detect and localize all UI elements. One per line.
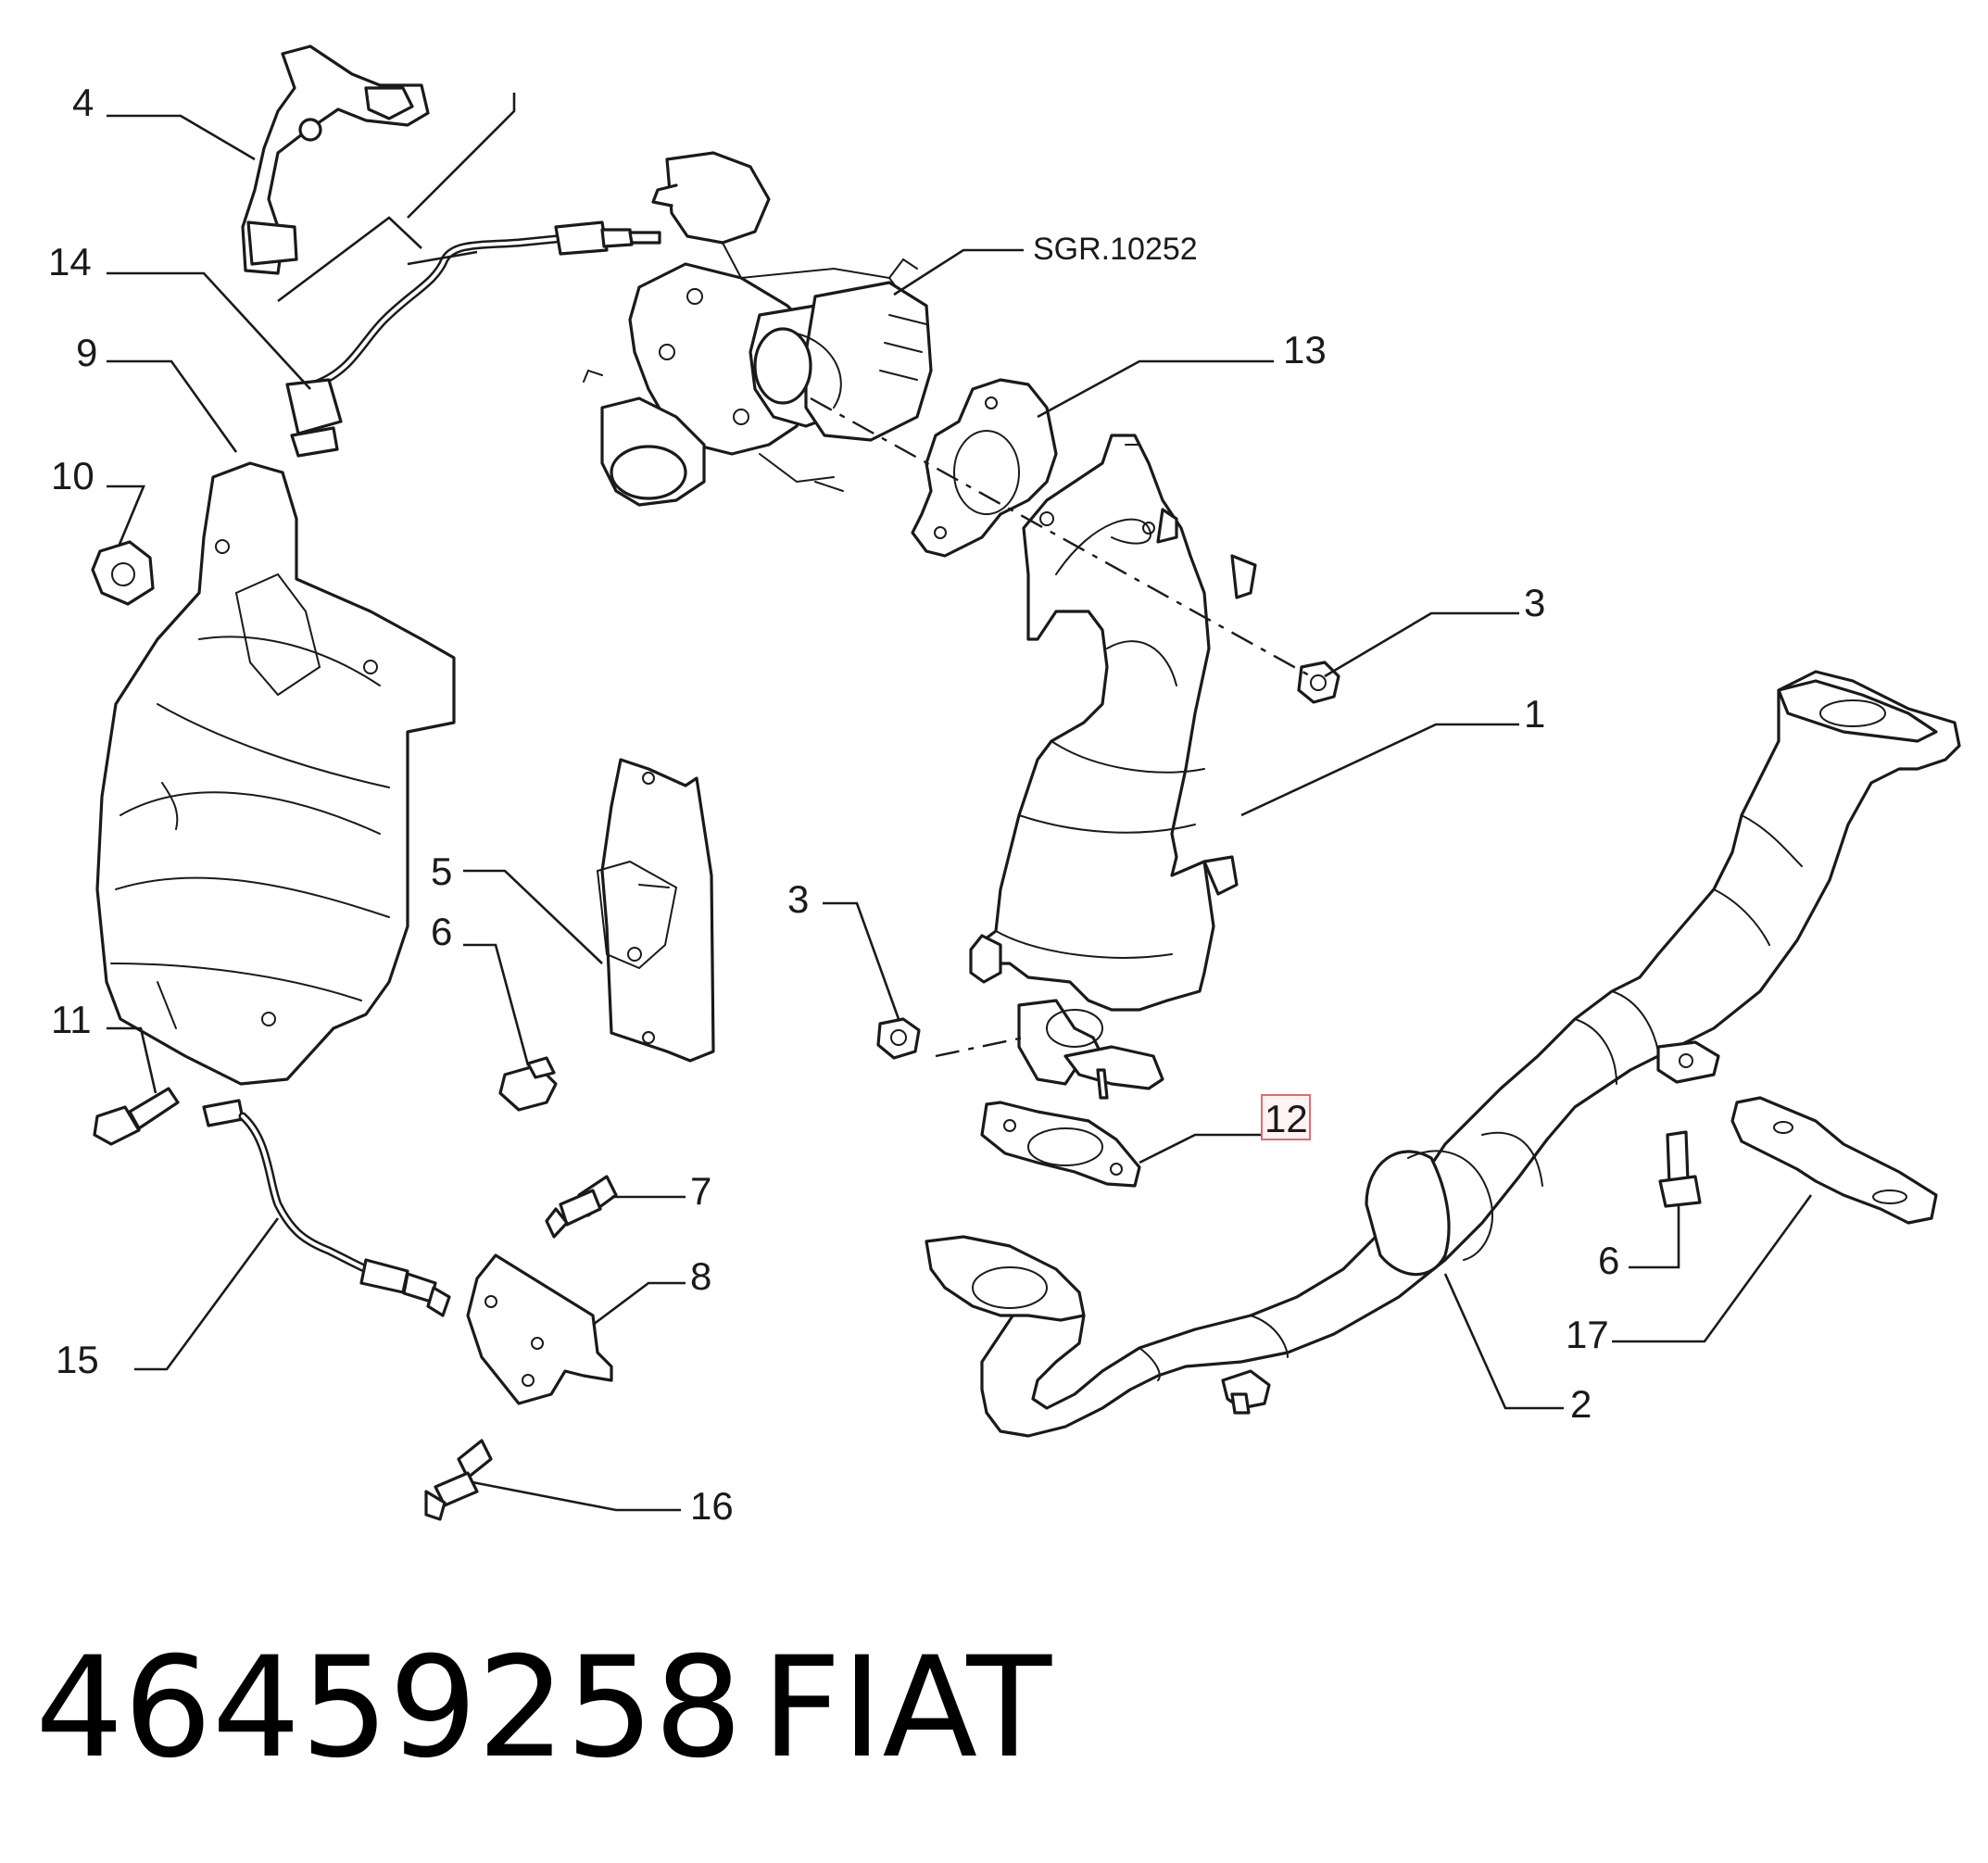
- part-6-bolt: [498, 1056, 558, 1112]
- callout-3: 3: [1524, 581, 1545, 624]
- part-16-bolt: [424, 1439, 493, 1521]
- callout-6-right: 6: [1598, 1239, 1619, 1282]
- part-3-nut-upper: [1297, 661, 1340, 704]
- part-2-exhaust-pipe: [925, 670, 1961, 1438]
- part-3-nut-lower: [876, 1017, 921, 1060]
- callout-7: 7: [690, 1169, 711, 1213]
- part-9-heat-shield: [95, 461, 456, 1086]
- part-8-bracket: [466, 1253, 613, 1405]
- part-17-bracket: [1730, 1096, 1938, 1225]
- brand-name: FIAT: [761, 1628, 1052, 1789]
- turbocharger-assembly: [583, 151, 933, 507]
- callout-6: 6: [431, 910, 452, 953]
- part-11-bolt: [93, 1087, 180, 1146]
- leader-lines: [107, 114, 1813, 1512]
- part-15-oxygen-sensor: [202, 1099, 451, 1317]
- part-12-gasket: [980, 1101, 1141, 1188]
- part-6-bolt-right: [1658, 1130, 1702, 1208]
- callout-14: 14: [48, 240, 92, 283]
- part-4-bracket: [241, 44, 430, 275]
- callout-1: 1: [1524, 692, 1545, 736]
- callout-15: 15: [56, 1338, 99, 1381]
- alignment-line-lower: [935, 1036, 1025, 1058]
- part-5-bracket: [596, 758, 715, 1063]
- part-7-bolt: [545, 1175, 618, 1239]
- callout-9: 9: [76, 331, 97, 374]
- callout-12[interactable]: 12: [1265, 1097, 1308, 1140]
- callout-10: 10: [51, 454, 94, 497]
- callout-8: 8: [690, 1254, 711, 1298]
- callout-4: 4: [72, 81, 94, 124]
- part-number: 46459258: [35, 1628, 742, 1789]
- callout-5: 5: [431, 850, 452, 893]
- callout-16: 16: [690, 1484, 734, 1528]
- part-1-catalytic-converter: [969, 434, 1257, 1100]
- callout-13: 13: [1283, 328, 1327, 371]
- reference-label: SGR.10252: [1033, 232, 1198, 267]
- callout-17: 17: [1566, 1313, 1609, 1356]
- callout-12-highlight: [1261, 1094, 1311, 1140]
- callout-2: 2: [1570, 1382, 1592, 1426]
- part-14-oxygen-sensor: [277, 93, 661, 458]
- callout-11: 11: [51, 998, 92, 1041]
- callout-3-lower: 3: [787, 877, 809, 921]
- part-10-nut: [91, 540, 155, 606]
